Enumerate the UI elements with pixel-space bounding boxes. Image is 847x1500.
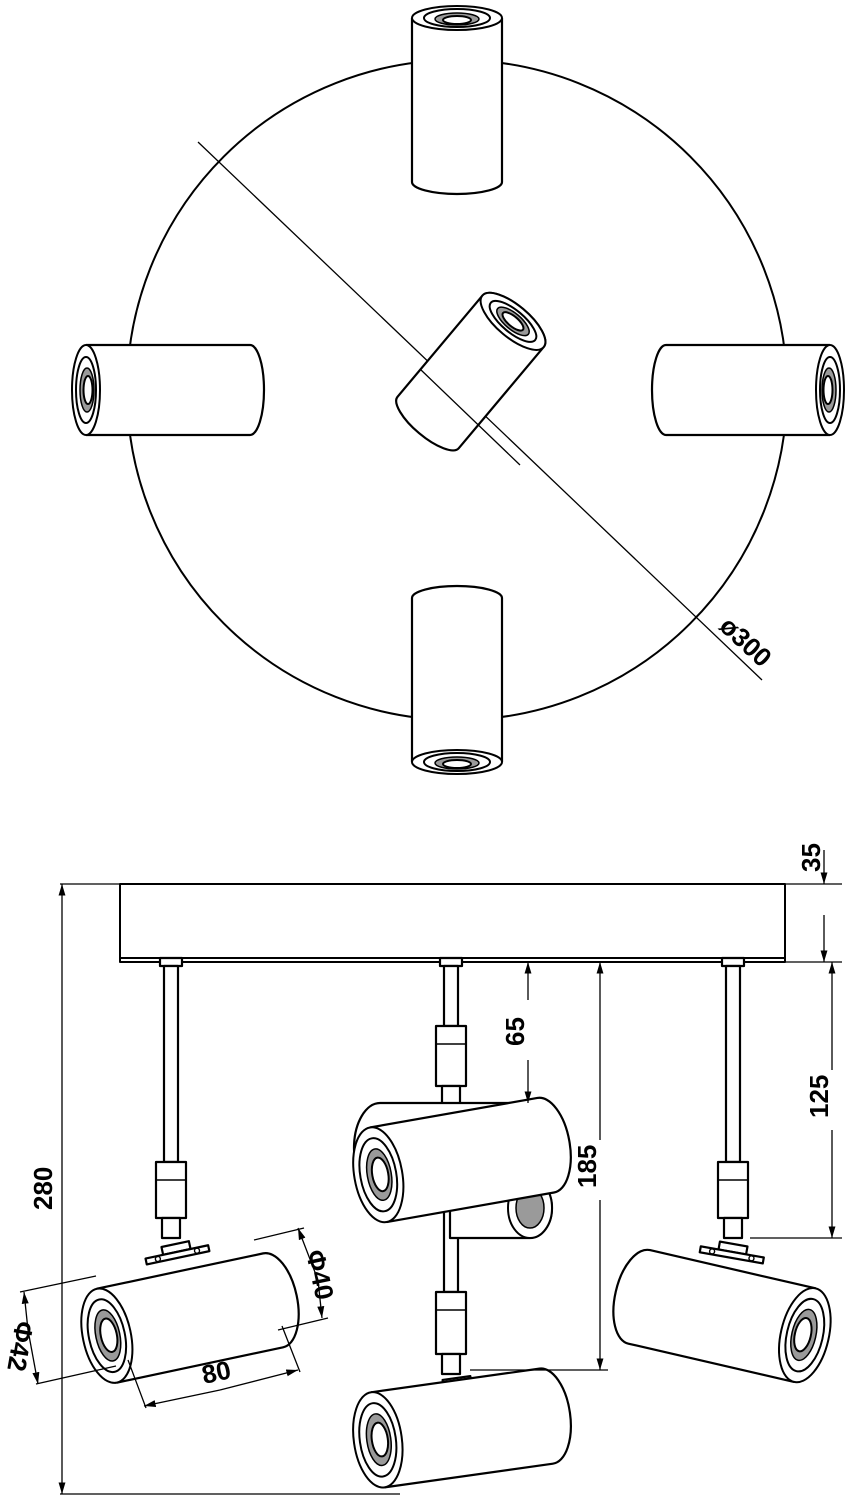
diameter-line-overlay bbox=[419, 368, 521, 466]
spot-left-side bbox=[72, 1247, 308, 1389]
spot-right bbox=[650, 343, 846, 437]
spot-center bbox=[395, 291, 547, 452]
stem-right bbox=[698, 956, 767, 1265]
spot-left bbox=[70, 343, 266, 437]
dim-stem-medium: 125 bbox=[804, 1075, 834, 1118]
ceiling-plate-side bbox=[119, 883, 786, 963]
dim-head-outer-diameter: Φ42 bbox=[1, 1319, 39, 1374]
top-view: ø300 bbox=[70, 4, 846, 776]
dim-total-height: 280 bbox=[28, 1167, 58, 1210]
dim-head-inner-diameter: Φ40 bbox=[300, 1247, 340, 1302]
dim-head-length: 80 bbox=[199, 1355, 234, 1390]
dim-stem-short: 65 bbox=[500, 1017, 530, 1046]
stem-left bbox=[142, 956, 211, 1266]
diameter-label: ø300 bbox=[714, 610, 778, 672]
dim-plate-height: 35 bbox=[796, 843, 826, 872]
dim-stem-long: 185 bbox=[572, 1145, 602, 1188]
stem-center bbox=[417, 956, 492, 1398]
spot-right-side bbox=[603, 1243, 841, 1389]
side-view: 35 280 bbox=[1, 843, 842, 1495]
spot-bottom-center bbox=[346, 1364, 578, 1492]
spot-bottom bbox=[410, 584, 504, 776]
spot-top bbox=[410, 4, 504, 196]
